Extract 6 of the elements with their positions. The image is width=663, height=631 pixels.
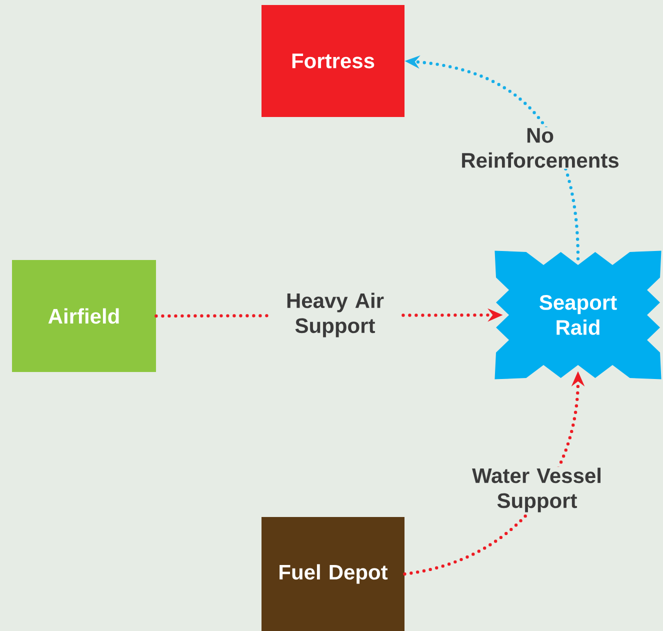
edge-label: Water Vessel Support [461, 466, 613, 514]
edge-label: Heavy Air Support [269, 292, 401, 338]
location-box: Fortress [262, 4, 404, 117]
location-box: Airfield [12, 260, 156, 372]
location-box: Fuel Depot [262, 517, 404, 631]
edge-label: No Reinforcements [449, 127, 632, 169]
